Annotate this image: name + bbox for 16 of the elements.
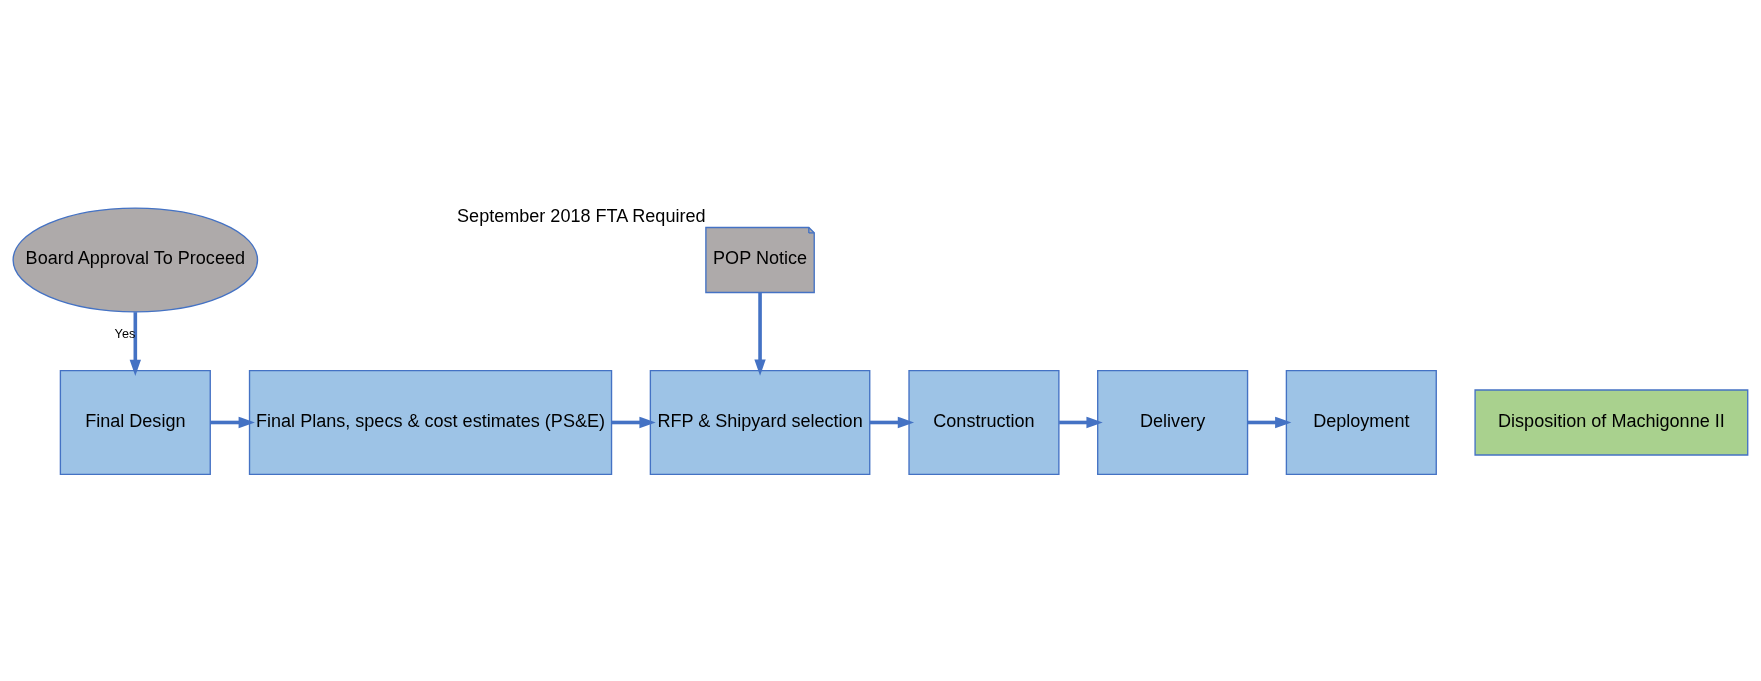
arrow (611, 416, 656, 428)
node-box: RFP & Shipyard selection (649, 369, 871, 475)
arrow (129, 311, 142, 376)
arrow (754, 292, 766, 376)
node-box: Construction (908, 369, 1060, 475)
node-ellipse: Board Approval To Proceed (12, 206, 259, 313)
node-label: September 2018 FTA Required (457, 205, 706, 226)
node-box: Deployment (1285, 369, 1437, 475)
arrow (1247, 416, 1292, 428)
arrow (869, 416, 915, 428)
arrow (210, 416, 255, 428)
node-box: Disposition of Machigonne II (1474, 388, 1749, 456)
arrow (1059, 416, 1103, 428)
node-box: Final Plans, specs & cost estimates (PS&E) (248, 369, 613, 475)
node-box: Delivery (1097, 369, 1249, 475)
node-box: Final Design (59, 369, 211, 475)
